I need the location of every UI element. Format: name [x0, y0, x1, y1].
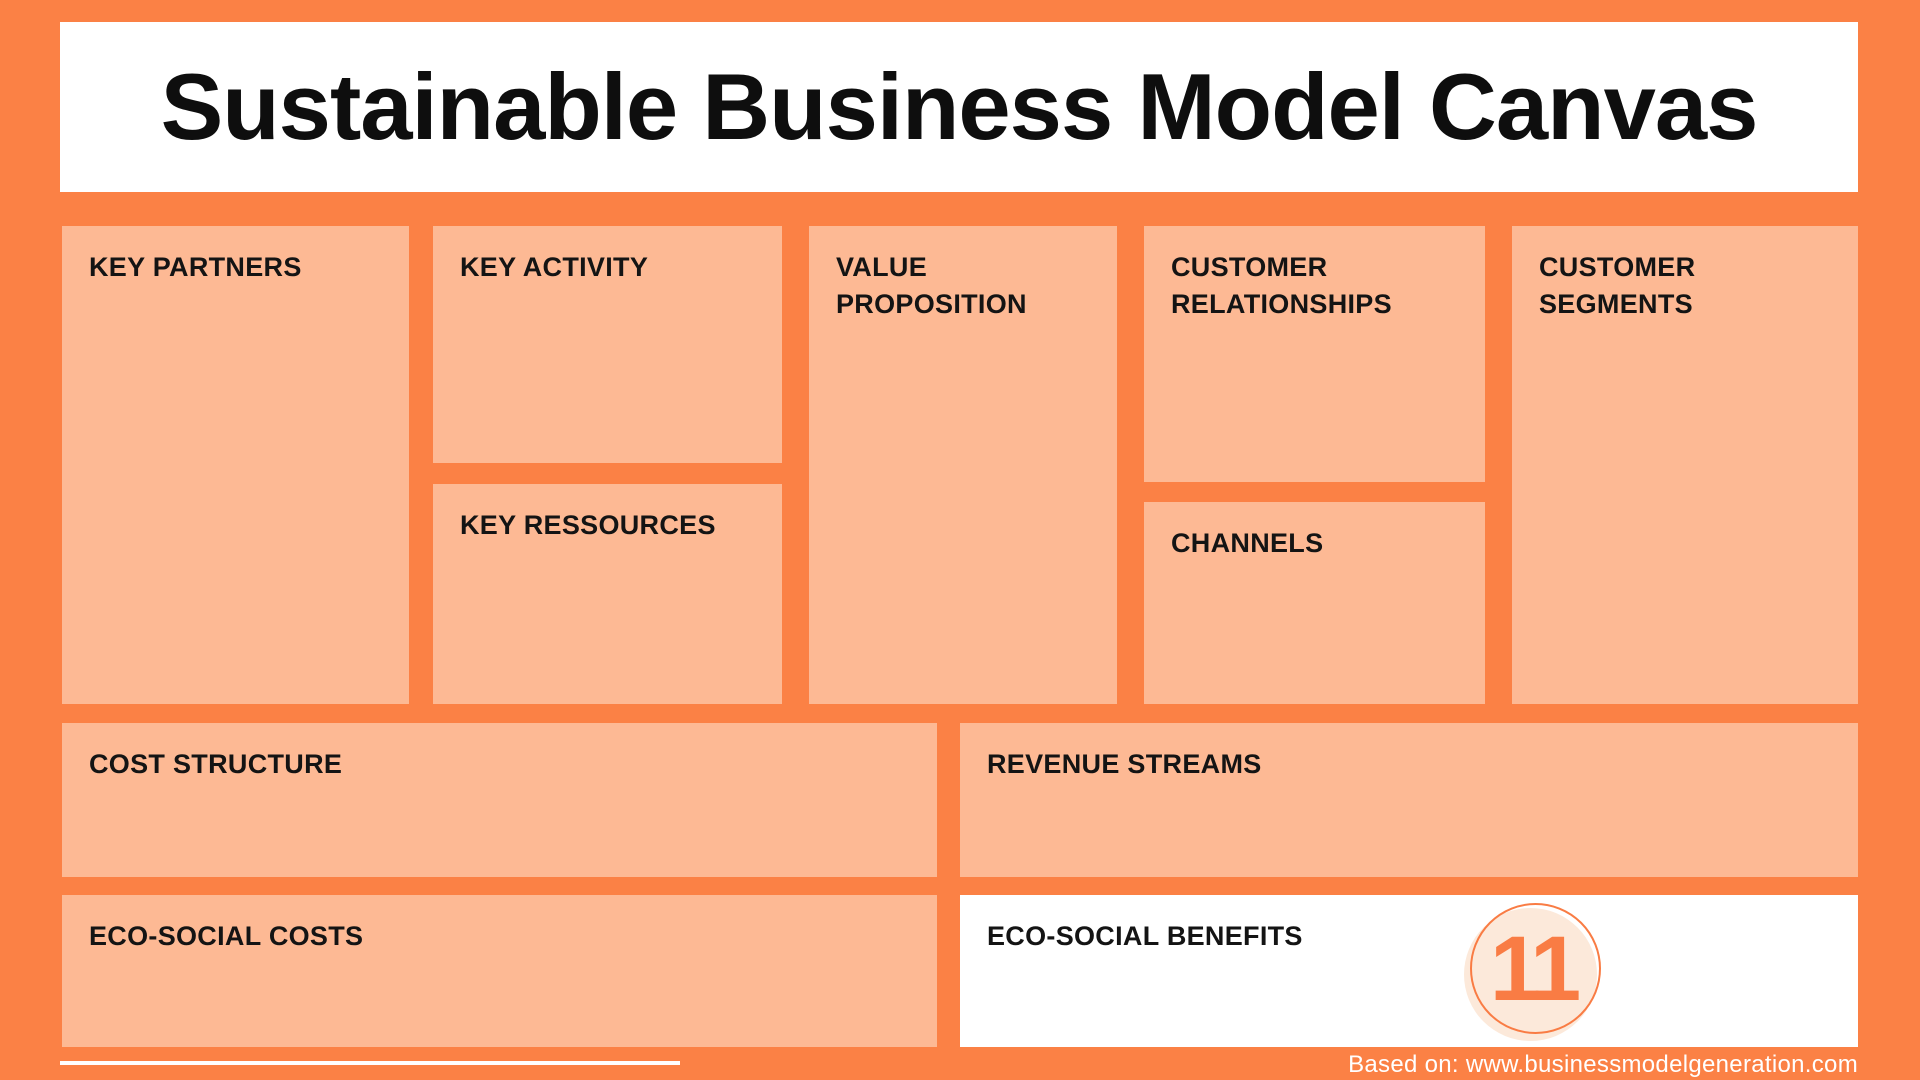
footer-credit-text: Based on: www.businessmodelgeneration.co… — [1348, 1051, 1858, 1078]
section-key-partners: KEY PARTNERS — [62, 226, 409, 704]
section-revenue-streams: REVENUE STREAMS — [960, 723, 1858, 877]
section-eco-social-costs-label: ECO-SOCIAL COSTS — [89, 921, 364, 951]
section-key-activity-label: KEY ACTIVITY — [460, 252, 649, 282]
badge-circle-ring: 11 — [1470, 903, 1601, 1034]
section-customer-segments-label: CUSTOMER SEGMENTS — [1539, 252, 1696, 319]
section-key-activity: KEY ACTIVITY — [433, 226, 782, 463]
section-value-proposition-label: VALUE PROPOSITION — [836, 252, 1027, 319]
section-cost-structure: COST STRUCTURE — [62, 723, 937, 877]
section-eco-social-benefits-label: ECO-SOCIAL BENEFITS — [987, 921, 1303, 951]
section-channels-label: CHANNELS — [1171, 528, 1324, 558]
section-key-ressources: KEY RESSOURCES — [433, 484, 782, 704]
section-cost-structure-label: COST STRUCTURE — [89, 749, 343, 779]
section-value-proposition: VALUE PROPOSITION — [809, 226, 1117, 704]
section-eco-social-costs: ECO-SOCIAL COSTS — [62, 895, 937, 1047]
section-revenue-streams-label: REVENUE STREAMS — [987, 749, 1262, 779]
section-eco-social-benefits: ECO-SOCIAL BENEFITS — [960, 895, 1858, 1047]
page-number: 11 — [1489, 917, 1581, 1020]
section-key-partners-label: KEY PARTNERS — [89, 252, 302, 282]
title-banner: Sustainable Business Model Canvas — [60, 22, 1858, 192]
page-title: Sustainable Business Model Canvas — [160, 54, 1759, 159]
section-channels: CHANNELS — [1144, 502, 1485, 704]
section-key-ressources-label: KEY RESSOURCES — [460, 510, 716, 540]
section-customer-segments: CUSTOMER SEGMENTS — [1512, 226, 1858, 704]
bottom-divider-line — [60, 1061, 680, 1065]
page-number-badge: 11 — [1460, 900, 1606, 1046]
section-customer-relationships: CUSTOMER RELATIONSHIPS — [1144, 226, 1485, 482]
section-customer-relationships-label: CUSTOMER RELATIONSHIPS — [1171, 252, 1392, 319]
